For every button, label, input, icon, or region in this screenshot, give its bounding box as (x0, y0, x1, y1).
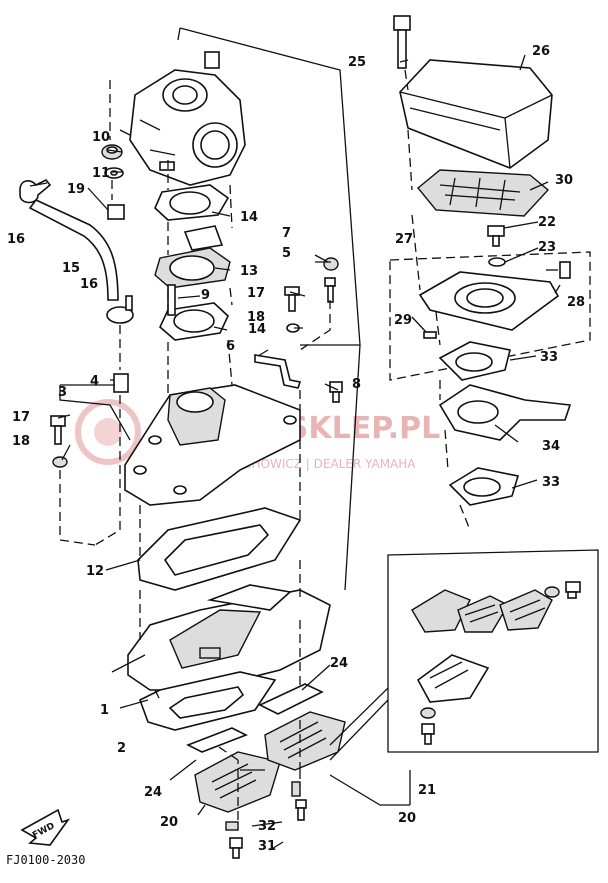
part-16-clamp-bottom (106, 295, 134, 324)
callout-10: 10 (92, 130, 110, 145)
callout-11: 11 (92, 166, 110, 181)
callout-13: 13 (240, 264, 258, 279)
callout-14-lower: 14 (248, 322, 266, 337)
callout-8: 8 (352, 377, 361, 392)
callout-2: 2 (117, 741, 126, 756)
part-28-sensor (546, 261, 571, 279)
callout-24-upper: 24 (330, 656, 348, 671)
part-22-screw (487, 225, 505, 247)
callout-23: 23 (538, 240, 556, 255)
part-4-collar (113, 373, 129, 393)
part-13-insulator (154, 225, 231, 289)
callout-26: 26 (532, 44, 550, 59)
leader-lines (29, 54, 561, 851)
callout-21: 21 (418, 783, 436, 798)
callout-6: 6 (226, 339, 235, 354)
callout-9: 9 (201, 288, 210, 303)
carburetor (119, 51, 246, 186)
part-32-screw (291, 781, 301, 797)
callout-3: 3 (58, 385, 67, 400)
part-8-bolt (329, 381, 343, 403)
diagram-code: FJ0100-2030 (6, 853, 85, 867)
part-14-gasket-lower (159, 302, 229, 341)
callout-28: 28 (567, 295, 585, 310)
part-9-stud (167, 284, 176, 316)
callout-29: 29 (394, 313, 412, 328)
callout-18-upper: 18 (247, 310, 265, 325)
part-24-gasket-lower (186, 727, 248, 753)
part-26-cover (399, 59, 553, 169)
callout-1: 1 (100, 703, 109, 718)
part-19-bracket (107, 204, 125, 220)
callout-24-lower: 24 (144, 785, 162, 800)
watermark-subtext: IECHOWICZ | DEALER YAMAHA (232, 457, 416, 471)
part-27-silencer-base (418, 271, 560, 331)
callout-25: 25 (348, 55, 366, 70)
fwd-arrow-icon: FWD (20, 808, 71, 846)
part-18-washer-left (52, 456, 68, 468)
part-31-bolt (229, 837, 243, 859)
part-20-reed-valve-right (264, 711, 346, 771)
callout-19: 19 (67, 182, 85, 197)
part-15-hose (28, 199, 119, 301)
part-5-bolt (324, 277, 336, 303)
part-17-bolt-left (50, 415, 66, 445)
callout-17-upper: 17 (247, 286, 265, 301)
callout-22: 22 (538, 215, 556, 230)
part-14-gasket-upper (154, 184, 230, 221)
callout-16-bottom: 16 (80, 277, 98, 292)
part-7-cap (323, 257, 339, 271)
callout-4: 4 (90, 374, 99, 389)
part-31-screw (295, 799, 307, 821)
part-34-plate (438, 384, 572, 441)
callouts: 10 11 16 19 15 16 14 13 9 14 7 5 17 18 6… (7, 44, 585, 854)
callout-12: 12 (86, 564, 104, 579)
callout-27: 27 (395, 232, 413, 247)
callout-33-upper: 33 (540, 350, 558, 365)
part-29-screw (423, 331, 437, 339)
callout-17-left: 17 (12, 410, 30, 425)
part-23-washer (488, 257, 506, 267)
callout-30: 30 (555, 173, 573, 188)
part-33-gasket-upper (438, 341, 511, 381)
part-33-gasket-lower (448, 467, 520, 506)
part-1-reed-housing (127, 584, 331, 691)
part-3-manifold (124, 384, 301, 506)
callout-14-upper: 14 (240, 210, 258, 225)
callout-15: 15 (62, 261, 80, 276)
part-32-nut (225, 821, 239, 831)
part-2-gasket (139, 671, 277, 731)
callout-34: 34 (542, 439, 560, 454)
part-21-detail-box (387, 549, 599, 753)
part-20-reed-valve-left (194, 751, 281, 813)
callout-16-top: 16 (7, 232, 25, 247)
part-24-gasket-upper (258, 683, 324, 715)
callout-32: 32 (258, 819, 276, 834)
callout-33-lower: 33 (542, 475, 560, 490)
part-6-lever (254, 354, 302, 389)
part-17-bolt-upper (284, 286, 300, 312)
part-30-filter (417, 169, 550, 217)
callout-31: 31 (258, 839, 276, 854)
callout-5: 5 (282, 246, 291, 261)
callout-7: 7 (282, 226, 291, 241)
part-12-gasket (137, 507, 302, 591)
callout-18-left: 18 (12, 434, 30, 449)
part-16-clamp-top (19, 178, 52, 204)
part-25-bolt (393, 15, 411, 69)
callout-20-left: 20 (160, 815, 178, 830)
callout-20-right: 20 (398, 811, 416, 826)
